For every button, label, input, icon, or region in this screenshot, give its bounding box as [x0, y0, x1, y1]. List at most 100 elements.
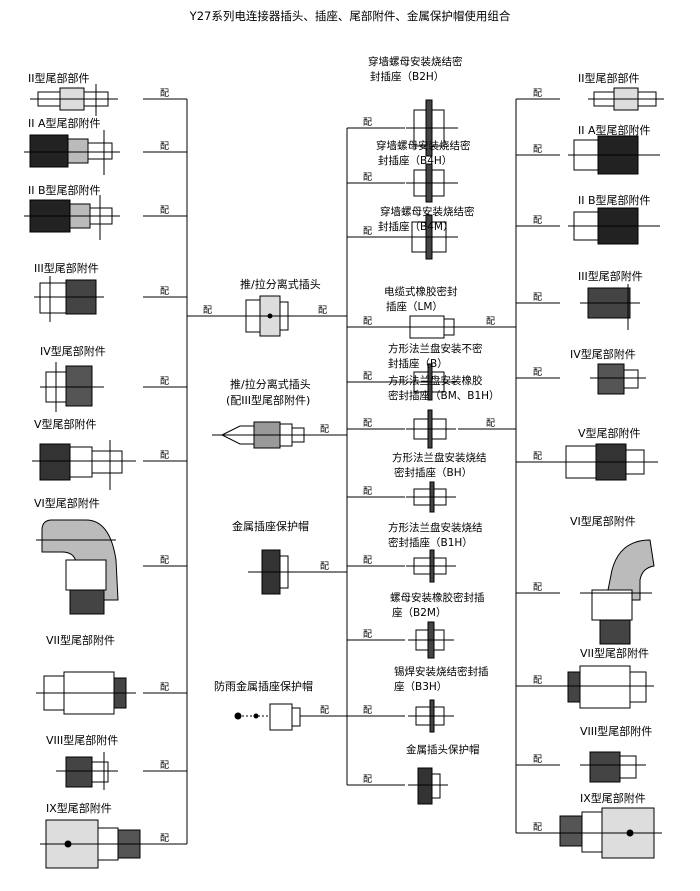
pei-mark: 配	[160, 287, 170, 297]
right-accessory-label: IV型尾部附件	[570, 348, 636, 361]
pei-mark: 配	[363, 227, 373, 237]
accessory-vi-drawing-right	[580, 539, 655, 645]
push-pull-plug-iii-drawing	[212, 421, 312, 449]
left-accessory-label: IX型尾部附件	[46, 802, 112, 815]
pei-mark: 配	[486, 419, 496, 429]
socket-label-line2: 封插座（B4M）	[378, 221, 454, 233]
pei-mark: 配	[533, 823, 543, 833]
right-accessory-label: II型尾部部件	[578, 72, 640, 85]
accessory-iii-drawing-right	[580, 284, 640, 330]
pei-mark: 配	[533, 145, 543, 155]
pei-mark: 配	[363, 372, 373, 382]
pei-mark: 配	[203, 306, 213, 316]
socket-label-line2: 封插座（B2H）	[370, 71, 445, 83]
accessory-iib-drawing-right	[568, 207, 660, 245]
accessory-vii-drawing-right	[560, 665, 654, 709]
push-pull-plug-iii-label: 推/拉分离式插头	[230, 378, 311, 391]
accessory-ix-drawing-right	[556, 807, 662, 859]
accessory-iv-drawing-left	[40, 362, 104, 412]
right-accessory-label: III型尾部附件	[578, 270, 643, 283]
socket-label-line1: 方形法兰盘安装烧结	[392, 452, 487, 464]
socket-b1h-drawing	[406, 549, 456, 583]
accessory-viii-drawing-right	[580, 751, 646, 783]
accessory-ix-drawing-left	[40, 819, 148, 869]
left-accessory-label: V型尾部附件	[34, 418, 97, 431]
pei-mark: 配	[363, 173, 373, 183]
socket-label-line2: 插座（LM）	[386, 301, 443, 313]
metal-plug-cap-label: 金属插头保护帽	[406, 744, 480, 756]
socket-label-line1: 电缆式橡胶密封	[384, 286, 458, 298]
accessory-v-drawing-left	[32, 440, 136, 490]
pei-mark: 配	[160, 556, 170, 566]
socket-label-line2: 密封插座（BM、B1H）	[388, 390, 500, 402]
left-accessory-label: VI型尾部附件	[34, 497, 100, 510]
pei-mark: 配	[533, 89, 543, 99]
left-accessory-label: II型尾部部件	[28, 72, 90, 85]
pei-mark: 配	[363, 487, 373, 497]
accessory-iia-drawing-right	[568, 135, 660, 175]
pei-mark: 配	[160, 206, 170, 216]
socket-label-line1: 穿墙螺母安装烧结密	[376, 140, 471, 152]
accessory-iii-drawing-left	[34, 276, 104, 322]
pei-mark: 配	[363, 775, 373, 785]
socket-label-line2: 密封插座（BH）	[394, 467, 473, 479]
socket-b2m-drawing	[408, 621, 454, 659]
socket-label-line1: 方形法兰盘安装橡胶	[388, 375, 483, 387]
right-accessory-label: II B型尾部附件	[578, 194, 651, 207]
socket-b2h-drawing	[406, 99, 458, 157]
pei-mark: 配	[533, 583, 543, 593]
right-accessory-label: V型尾部附件	[578, 427, 641, 440]
diagram-title: Y27系列电连接器插头、插座、尾部附件、金属保护帽使用组合	[189, 9, 511, 23]
rainproof-socket-cap-label: 防雨金属插座保护帽	[214, 680, 313, 693]
pei-mark: 配	[533, 293, 543, 303]
pei-mark: 配	[363, 706, 373, 716]
pei-mark: 配	[486, 317, 496, 327]
pei-mark: 配	[160, 89, 170, 99]
left-accessory-label: VIII型尾部附件	[46, 734, 119, 747]
accessory-iv-drawing-right	[590, 363, 646, 395]
pei-mark: 配	[363, 317, 373, 327]
pei-mark: 配	[363, 556, 373, 566]
socket-label-line2: 封插座（B）	[388, 358, 448, 370]
accessory-v-drawing-right	[560, 443, 658, 481]
accessory-vii-drawing-left	[36, 671, 136, 715]
socket-lm-drawing	[404, 315, 460, 339]
socket-b4m-drawing	[404, 214, 458, 260]
push-pull-plug-drawing	[238, 295, 294, 337]
pei-mark: 配	[533, 452, 543, 462]
pei-mark: 配	[160, 142, 170, 152]
pei-mark: 配	[318, 306, 328, 316]
pei-mark: 配	[363, 118, 373, 128]
pei-mark: 配	[363, 419, 373, 429]
pei-mark: 配	[160, 377, 170, 387]
pei-mark: 配	[533, 755, 543, 765]
metal-plug-cap-drawing	[408, 767, 448, 805]
right-accessory-label: II A型尾部附件	[578, 124, 651, 137]
accessory-vi-drawing-left	[36, 519, 119, 615]
pei-mark: 配	[320, 706, 330, 716]
pei-mark: 配	[320, 562, 330, 572]
pei-mark: 配	[160, 761, 170, 771]
left-accessory-label: III型尾部附件	[34, 262, 99, 275]
socket-label-line2: 座（B3H）	[394, 681, 448, 693]
pei-mark: 配	[160, 683, 170, 693]
accessory-ii-drawing-left	[30, 84, 118, 116]
push-pull-plug-iii-sublabel: (配III型尾部附件)	[226, 394, 311, 407]
socket-label-line2: 封插座（B4H）	[378, 155, 453, 167]
socket-label-line1: 穿墙螺母安装烧结密	[368, 56, 463, 68]
socket-label-line1: 螺母安装橡胶密封插	[390, 592, 485, 604]
pei-mark: 配	[160, 834, 170, 844]
pei-mark: 配	[533, 676, 543, 686]
left-accessory-label: II A型尾部附件	[28, 117, 101, 130]
socket-bm-drawing	[406, 409, 456, 449]
socket-label-line1: 方形法兰盘安装不密	[388, 343, 483, 355]
accessory-iia-drawing-left	[24, 130, 120, 175]
socket-label-line1: 锡焊安装烧结密封插	[394, 666, 489, 678]
pei-mark: 配	[533, 216, 543, 226]
left-accessory-label: IV型尾部附件	[40, 345, 106, 358]
accessory-iib-drawing-left	[24, 195, 120, 240]
accessory-ii-drawing-right	[588, 87, 664, 111]
right-accessory-label: IX型尾部附件	[580, 792, 646, 805]
rainproof-socket-cap-drawing	[234, 703, 301, 731]
